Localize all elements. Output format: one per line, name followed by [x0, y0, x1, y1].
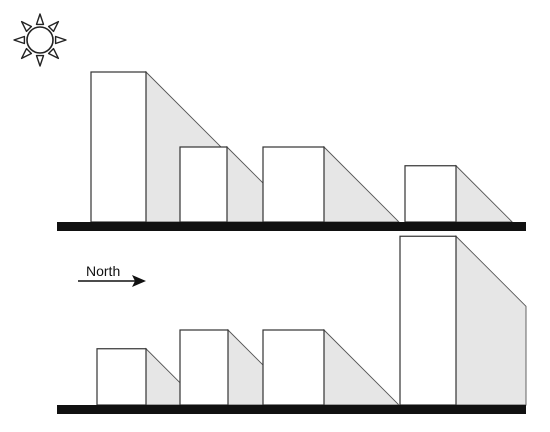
bottom-building-3 [262, 329, 325, 406]
top-buildings [90, 71, 457, 223]
bottom-ground-line [57, 405, 526, 414]
top-building-4 [404, 165, 457, 223]
top-building-3 [262, 146, 325, 223]
top-building-2 [179, 146, 228, 223]
north-indicator: North [78, 263, 146, 287]
sun-ray [13, 35, 26, 45]
sun-ray [20, 47, 33, 60]
top-shadow-3 [323, 145, 401, 223]
bottom-shadow-3 [323, 328, 401, 406]
sun-icon [13, 13, 67, 67]
sun-ray [35, 13, 45, 26]
north-label: North [86, 263, 120, 279]
sun-ray [47, 20, 60, 33]
sun-ray [35, 54, 45, 67]
sun-disc [26, 26, 54, 54]
top-scene [57, 70, 526, 231]
bottom-building-1 [96, 348, 147, 406]
north-arrow-icon [132, 275, 146, 287]
bottom-scene [57, 235, 527, 414]
sun-ray [47, 47, 60, 60]
top-building-1 [90, 71, 147, 223]
sun-ray [54, 35, 67, 45]
top-shadow-4 [455, 164, 514, 223]
bottom-building-2 [179, 329, 229, 406]
sun-ray [20, 20, 33, 33]
bottom-shadow-4 [455, 235, 527, 406]
bottom-building-4 [399, 235, 457, 406]
top-ground-line [57, 222, 526, 231]
